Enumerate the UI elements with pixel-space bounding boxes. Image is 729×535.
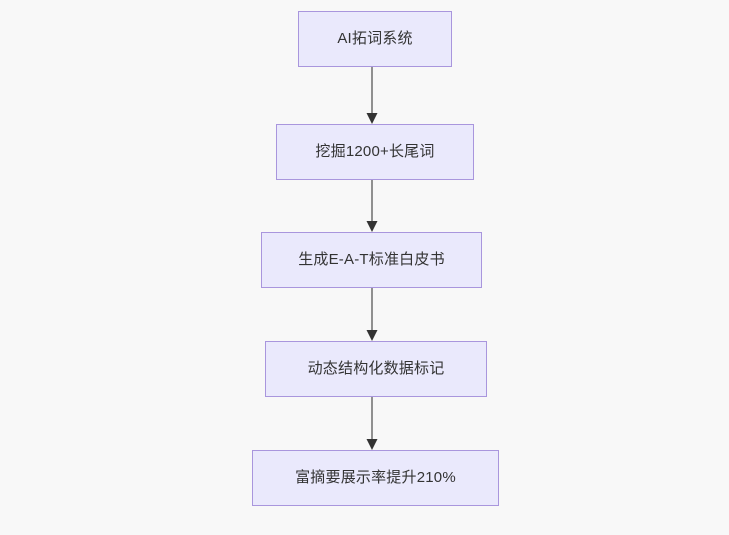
flow-node-label: 动态结构化数据标记 — [307, 359, 445, 377]
edge-arrowhead — [366, 221, 378, 232]
flow-node-label: 生成E-A-T标准白皮书 — [298, 250, 445, 268]
flow-node-ai-keyword-system[interactable]: AI拓词系统 — [298, 11, 452, 67]
edge-arrowhead — [366, 439, 378, 450]
flow-node-generate-eat-whitepaper[interactable]: 生成E-A-T标准白皮书 — [261, 232, 482, 288]
flow-node-rich-snippet-impression-uplift[interactable]: 富摘要展示率提升210% — [252, 450, 499, 506]
flow-node-label: AI拓词系统 — [337, 29, 413, 47]
edge-arrowhead — [366, 113, 378, 124]
edge-n4-n5 — [366, 397, 378, 450]
flow-node-label: 富摘要展示率提升210% — [295, 468, 456, 486]
edge-n2-n3 — [366, 180, 378, 232]
flow-node-label: 挖掘1200+长尾词 — [315, 142, 435, 160]
edge-arrowhead — [366, 330, 378, 341]
edge-n1-n2 — [366, 67, 378, 124]
edge-n3-n4 — [366, 288, 378, 341]
flow-node-mine-longtail-keywords[interactable]: 挖掘1200+长尾词 — [276, 124, 474, 180]
flow-node-dynamic-structured-data-markup[interactable]: 动态结构化数据标记 — [265, 341, 487, 397]
